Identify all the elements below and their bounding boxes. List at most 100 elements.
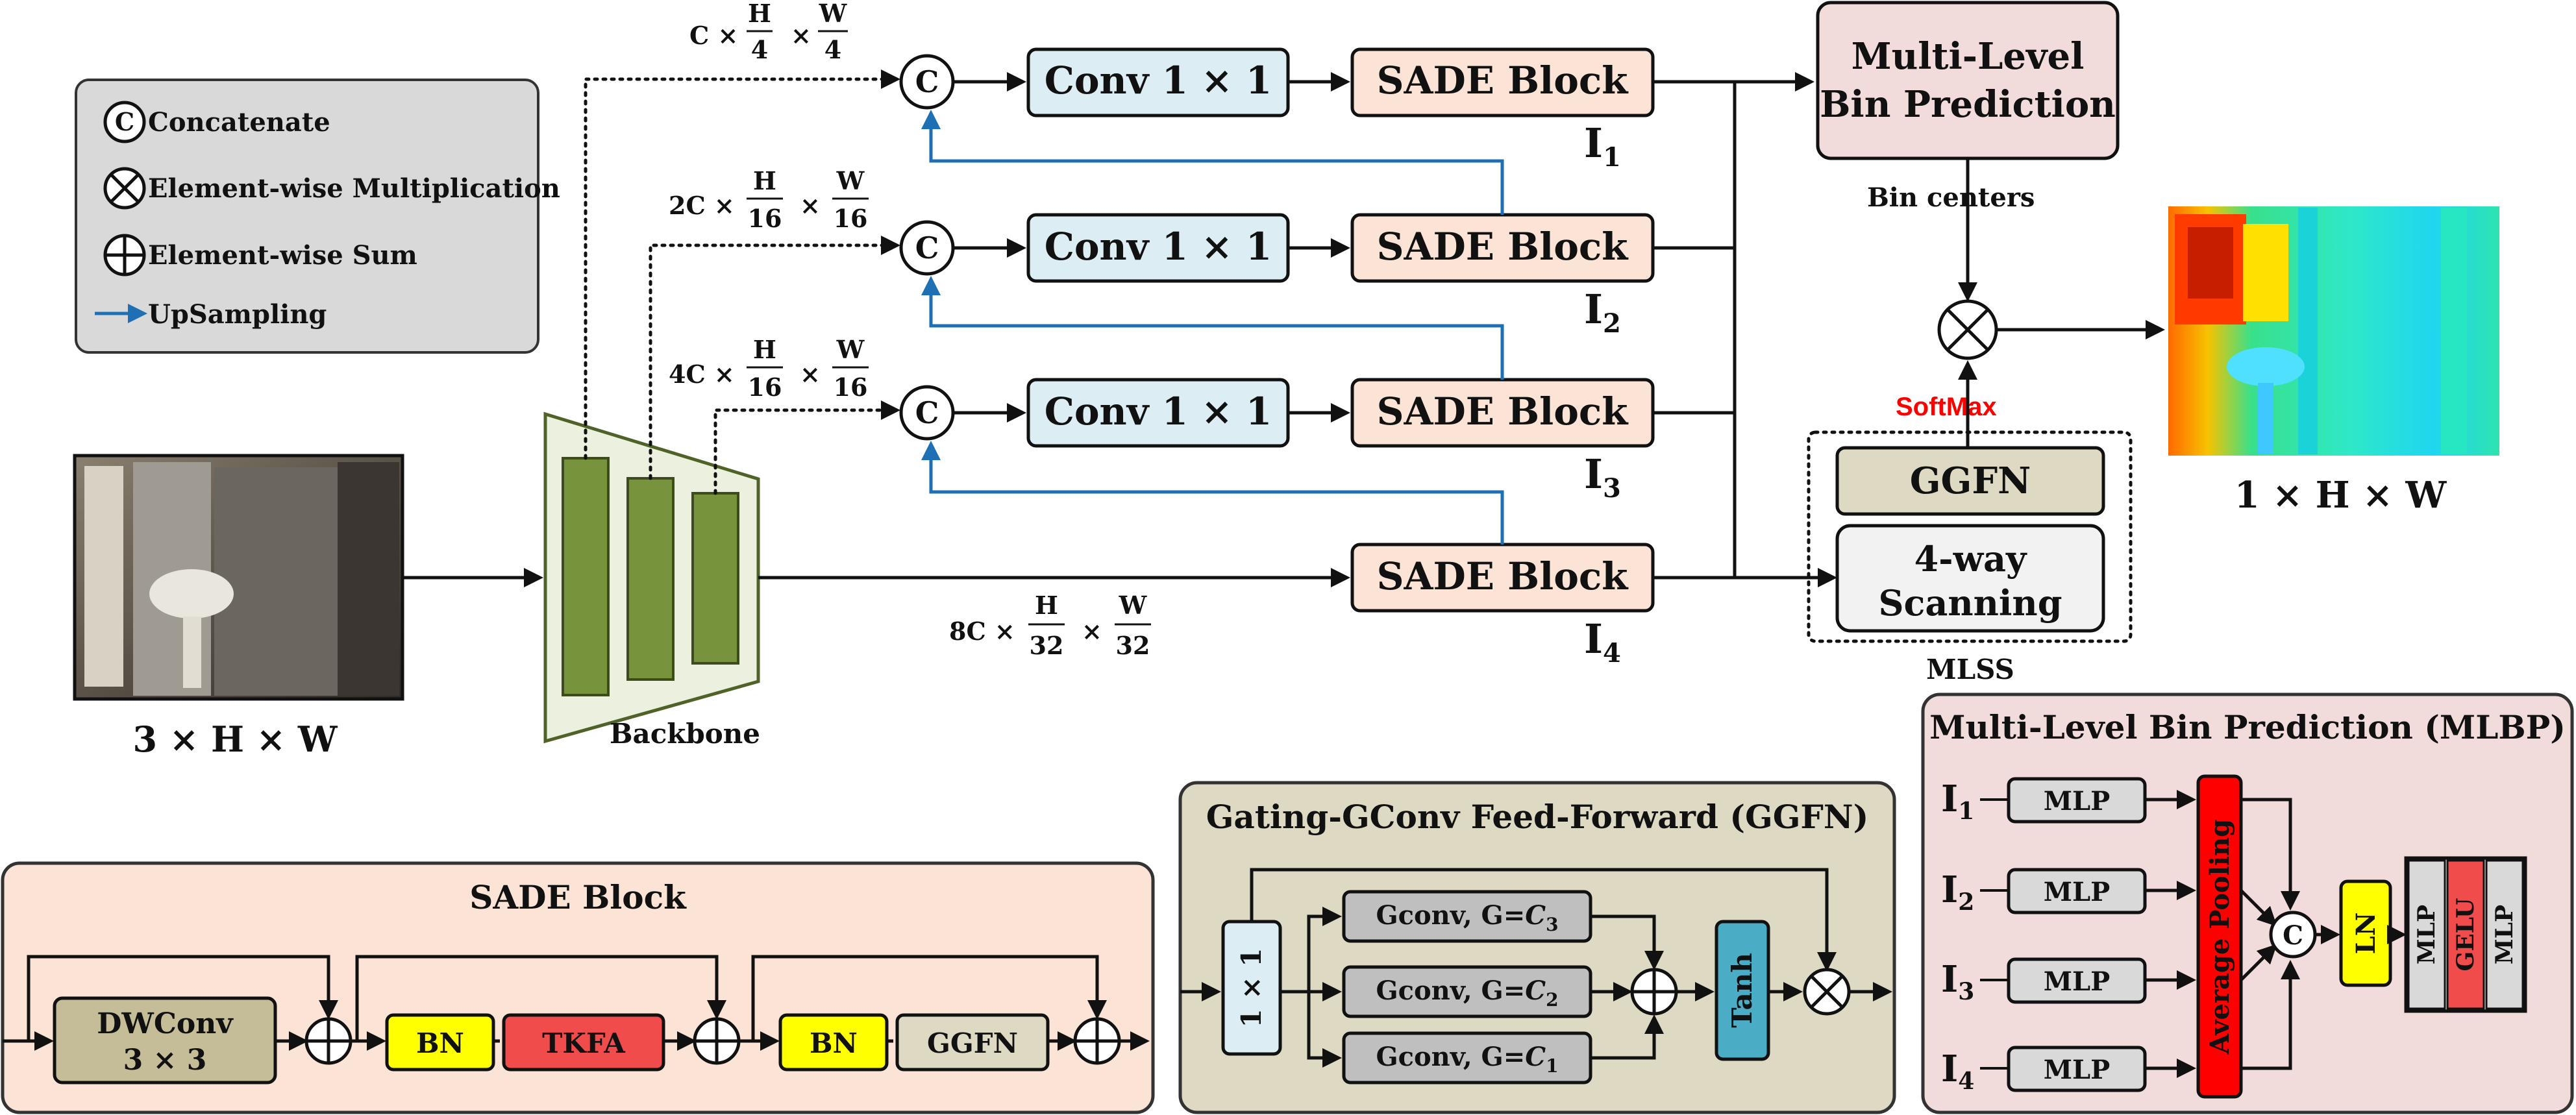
conv-block-2-label: Conv 1 × 1 (1045, 225, 1272, 269)
sum-node-1 (304, 1017, 353, 1065)
sum-node-3 (1073, 1017, 1121, 1065)
svg-text:W: W (836, 335, 865, 364)
feature-label-2: 2C × H 16 × W 16 (669, 166, 869, 233)
sade-block-1-label: SADE Block (1377, 58, 1629, 103)
mlbp-concat-label: C (2283, 920, 2303, 951)
scanning-line2: Scanning (1879, 582, 2062, 624)
feature-tap-1 (584, 69, 900, 460)
ggfn-gate-path (1250, 868, 1837, 972)
ggfn-sum-node (1630, 968, 1678, 1016)
mlbp-input-2: I2 (1941, 868, 1974, 916)
legend: C Concatenate Element-wise Multiplicatio… (75, 79, 560, 354)
mlbp-input-4: I4 (1941, 1048, 1974, 1095)
concat-icon (103, 101, 146, 143)
backbone-label: Backbone (610, 718, 760, 750)
level-label-3: I3 (1584, 450, 1621, 504)
ggfn-merge-1 (1591, 914, 1664, 970)
sade-block-4-label: SADE Block (1377, 554, 1629, 598)
multiply-icon (103, 167, 146, 210)
mlbp-input-1: I1 (1941, 778, 1974, 825)
svg-text:W: W (836, 166, 865, 195)
feature-tap-2 (649, 236, 900, 480)
legend-box (75, 79, 539, 354)
tkfa-label: TKFA (542, 1027, 626, 1059)
svg-text:32: 32 (1030, 631, 1064, 660)
concat-node-3-label: C (915, 395, 939, 430)
conv-block-1-label: Conv 1 × 1 (1045, 58, 1272, 103)
sade-panel-title: SADE Block (469, 878, 687, 916)
svg-text:2C ×: 2C × (669, 191, 735, 220)
sade-block-3-label: SADE Block (1377, 389, 1629, 434)
svg-text:4: 4 (824, 35, 841, 64)
feature-label-1: C × H 4 × W 4 (689, 0, 848, 64)
input-caption: 3 × H × W (133, 718, 338, 760)
svg-text:×: × (791, 21, 811, 50)
conv-block-3-label: Conv 1 × 1 (1045, 389, 1272, 434)
backbone-stage-1 (562, 457, 610, 696)
avg-pool-block (2196, 774, 2243, 1099)
concat-node-1-label: C (915, 64, 939, 99)
legend-multiplication: Element-wise Multiplication (148, 173, 560, 204)
svg-text:W: W (1119, 591, 1148, 620)
backbone-stage-3 (691, 492, 739, 665)
avg-pool-label: Average Pooling (2205, 819, 2235, 1055)
merge-bus (1653, 80, 1737, 580)
ln-label: LN (2351, 913, 2381, 955)
sum-icon (103, 234, 146, 276)
upsample-path-3-2 (921, 276, 1504, 380)
final-mlp-2-label: MLP (2491, 905, 2518, 964)
svg-text:4C ×: 4C × (669, 360, 735, 389)
svg-text:H: H (748, 0, 771, 28)
mlbp-input-3: I3 (1941, 958, 1974, 1005)
pool-out-1 (2241, 798, 2300, 911)
ggfn-block (1835, 446, 2105, 516)
svg-text:H: H (753, 335, 776, 364)
ggfn-panel: Gating-GConv Feed-Forward (GGFN) 1 × 1 G… (1178, 781, 1896, 1114)
multiply-node (1937, 299, 1998, 360)
ggfn-label-sade: GGFN (927, 1027, 1018, 1059)
legend-concatenate: Concatenate (148, 107, 330, 138)
mlss-label: MLSS (1926, 654, 2014, 685)
bn-label-1: BN (416, 1027, 464, 1059)
mlp-label-3: MLP (2044, 966, 2110, 997)
svg-text:16: 16 (834, 204, 868, 233)
gelu-block (2446, 859, 2485, 1010)
dwconv-line2: 3 × 3 (123, 1044, 207, 1077)
svg-text:×: × (800, 360, 821, 389)
ggfn-merge-3 (1591, 1014, 1664, 1060)
sum-node-2 (693, 1017, 741, 1065)
svg-text:H: H (1035, 591, 1058, 620)
svg-text:W: W (819, 0, 848, 28)
ggfn-conv-label: 1 × 1 (1235, 948, 1267, 1028)
mlp-label-2: MLP (2044, 877, 2110, 907)
feature-tap-3 (713, 400, 900, 495)
output-depth-map (2168, 206, 2499, 456)
sade-skip-2 (355, 955, 726, 1041)
final-mlp-1 (2407, 859, 2446, 1010)
sade-block-2-label: SADE Block (1377, 225, 1629, 269)
svg-text:C ×: C × (689, 21, 738, 50)
backbone (543, 411, 760, 744)
softmax-label: SoftMax (1896, 393, 1997, 421)
scanning-block (1835, 524, 2105, 633)
gelu-label: GELU (2452, 898, 2479, 972)
mlp-label-4: MLP (2044, 1055, 2110, 1085)
mlss-container (1807, 430, 2133, 643)
pool-out-4 (2241, 960, 2300, 1070)
concat-symbol: C (115, 107, 134, 136)
svg-text:16: 16 (748, 373, 782, 402)
dwconv-line1: DWConv (97, 1007, 234, 1040)
mlbp-box (1816, 1, 2120, 160)
svg-text:×: × (800, 191, 821, 220)
level-label-1: I1 (1584, 119, 1621, 173)
ggfn-branch-3 (1307, 992, 1342, 1068)
gconv-label-1: Gconv, G=C1 (1376, 1042, 1558, 1077)
bn-label-2: BN (810, 1027, 858, 1059)
sade-skip-1 (27, 955, 338, 1041)
mlbp-box-line2: Bin Prediction (1820, 83, 2116, 126)
ggfn-block-label: GGFN (1910, 459, 2031, 502)
gconv-label-3: Gconv, G=C3 (1376, 900, 1558, 935)
pool-out-3 (2240, 944, 2277, 981)
gconv-label-2: Gconv, G=C2 (1376, 975, 1558, 1011)
